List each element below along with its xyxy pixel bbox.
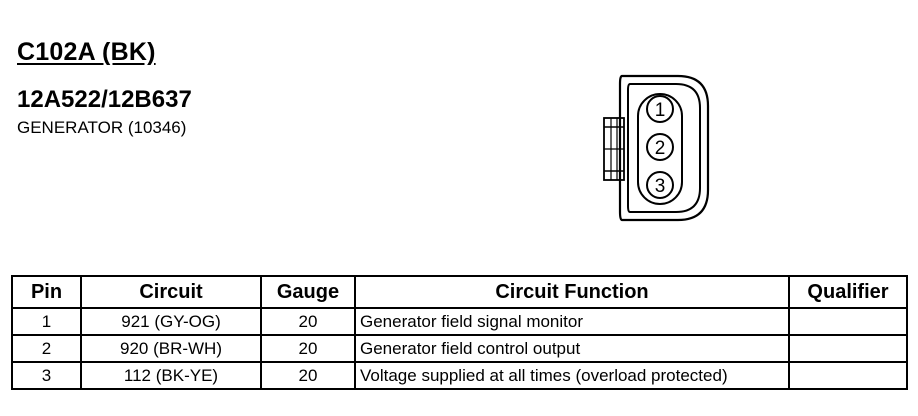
qualifier-cell <box>788 307 908 336</box>
pin-cavity-shroud <box>637 93 683 205</box>
connector-id: C102A (BK) <box>17 38 156 66</box>
pin-1-cavity <box>646 95 674 123</box>
table-row: 2 920 (BR-WH) 20 Generator field control… <box>11 334 908 363</box>
column-header-pin: Pin <box>11 275 82 309</box>
function-cell: Voltage supplied at all times (overload … <box>354 361 790 390</box>
column-header-circuit-function: Circuit Function <box>354 275 790 309</box>
table-row: 1 921 (GY-OG) 20 Generator field signal … <box>11 307 908 336</box>
table-row: 3 112 (BK-YE) 20 Voltage supplied at all… <box>11 361 908 390</box>
connector-housing-inner <box>627 83 701 213</box>
column-header-qualifier: Qualifier <box>788 275 908 309</box>
part-number: 12A522/12B637 <box>17 86 192 113</box>
pin-1-label: 1 <box>655 100 666 121</box>
function-cell: Generator field signal monitor <box>354 307 790 336</box>
qualifier-cell <box>788 334 908 363</box>
pin-cell: 1 <box>11 307 82 336</box>
pin-cell: 2 <box>11 334 82 363</box>
circuit-cell: 921 (GY-OG) <box>80 307 262 336</box>
pin-2-cavity <box>646 133 674 161</box>
column-header-circuit: Circuit <box>80 275 262 309</box>
circuit-cell: 920 (BR-WH) <box>80 334 262 363</box>
pin-3-cavity <box>646 171 674 199</box>
gauge-cell: 20 <box>260 307 356 336</box>
pin-3-label: 3 <box>655 176 666 197</box>
component-name: GENERATOR (10346) <box>17 118 187 137</box>
table-header-row: Pin Circuit Gauge Circuit Function Quali… <box>11 275 908 309</box>
connector-diagram: 1 2 3 <box>603 74 710 222</box>
gauge-cell: 20 <box>260 334 356 363</box>
column-header-gauge: Gauge <box>260 275 356 309</box>
qualifier-cell <box>788 361 908 390</box>
function-cell: Generator field control output <box>354 334 790 363</box>
pin-cell: 3 <box>11 361 82 390</box>
circuit-cell: 112 (BK-YE) <box>80 361 262 390</box>
gauge-cell: 20 <box>260 361 356 390</box>
pin-2-label: 2 <box>655 138 666 159</box>
pin-table: Pin Circuit Gauge Circuit Function Quali… <box>11 275 908 390</box>
connector-housing-outer <box>618 74 710 222</box>
